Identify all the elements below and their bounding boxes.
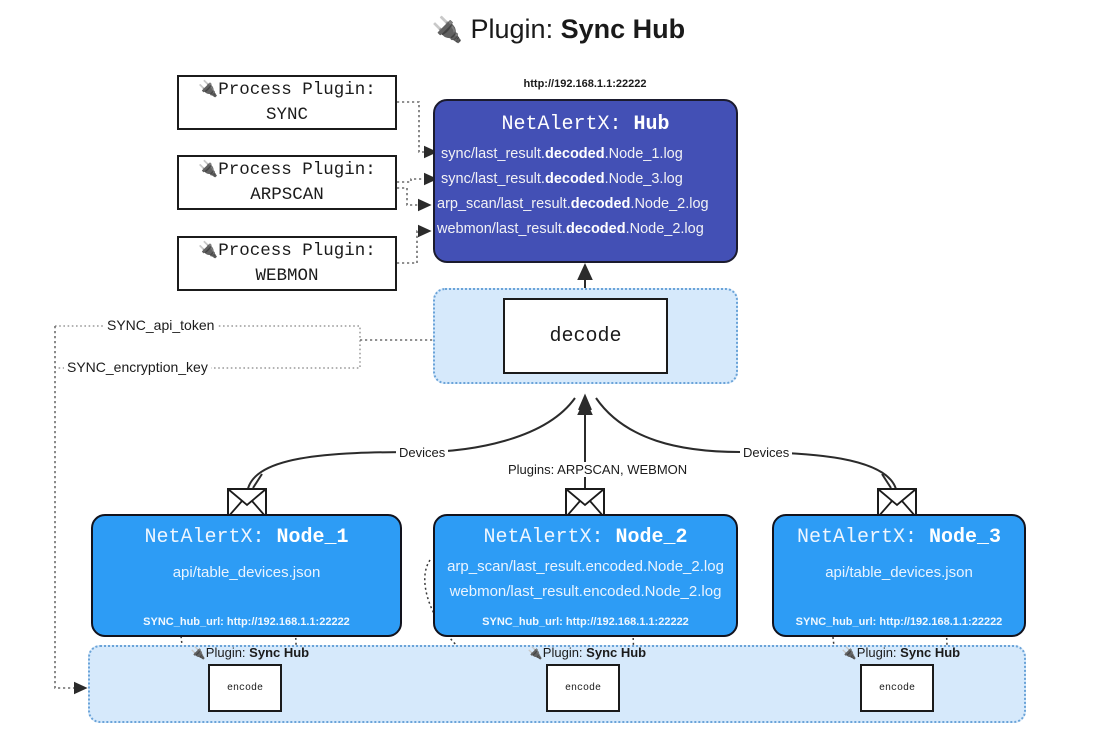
decode-box[interactable]: decode xyxy=(503,298,668,374)
process-plugin-name: WEBMON xyxy=(255,266,319,286)
plugin-name: Sync Hub xyxy=(586,645,647,660)
hub-log-item: webmon/last_result.decoded.Node_2.log xyxy=(437,217,736,242)
page-title-name: Sync Hub xyxy=(560,14,686,44)
hub-title-name: Hub xyxy=(633,113,670,136)
node-line: arp_scan/last_result.encoded.Node_2.log xyxy=(447,558,724,575)
node-title: NetAlertX: Node_3 xyxy=(774,526,1024,549)
hub-node[interactable]: NetAlertX: Hub sync/last_result.decoded.… xyxy=(433,99,738,263)
edge-label-devices-left: Devices xyxy=(396,445,449,460)
node-hub-url: SYNC_hub_url: http://192.168.1.1:22222 xyxy=(482,616,689,628)
node-title: NetAlertX: Node_1 xyxy=(93,526,400,549)
plugin-prefix: Plugin: xyxy=(856,645,897,660)
node-2[interactable]: NetAlertX: Node_2 arp_scan/last_result.e… xyxy=(433,514,738,637)
node-title-name: Node_1 xyxy=(276,526,349,549)
log-mid: decoded xyxy=(570,195,631,212)
envelope-icon xyxy=(565,488,605,518)
node-line: api/table_devices.json xyxy=(172,564,321,581)
plug-icon: 🔌 xyxy=(198,158,219,178)
node-title-prefix: NetAlertX: xyxy=(483,526,604,549)
plugin-prefix: Plugin: xyxy=(542,645,583,660)
plug-icon: 🔌 xyxy=(431,16,463,44)
node-title-prefix: NetAlertX: xyxy=(144,526,265,549)
log-mid: decoded xyxy=(565,220,626,237)
log-mid: decoded xyxy=(544,170,605,187)
hub-title-prefix: NetAlertX: xyxy=(501,113,622,136)
log-pre: sync/last_result. xyxy=(441,170,545,187)
node-title-name: Node_2 xyxy=(615,526,688,549)
node-title-prefix: NetAlertX: xyxy=(796,526,917,549)
sync-api-token-label: SYNC_api_token xyxy=(104,317,218,333)
node-hub-url: SYNC_hub_url: http://192.168.1.1:22222 xyxy=(143,616,350,628)
log-pre: webmon/last_result. xyxy=(437,220,566,237)
encode-box-2[interactable]: encode xyxy=(546,664,620,712)
log-mid: decoded xyxy=(544,146,605,162)
log-post: .Node_1.log xyxy=(604,146,683,162)
process-plugin-name: SYNC xyxy=(265,105,308,125)
process-plugin-label: Process Plugin: xyxy=(218,240,376,261)
plugin-prefix: Plugin: xyxy=(205,645,246,660)
node-line: api/table_devices.json xyxy=(825,564,973,581)
process-plugin-label: Process Plugin: xyxy=(218,159,376,180)
plug-icon: 🔌 xyxy=(198,78,219,98)
hub-log-list: sync/last_result.decoded.Node_1.log sync… xyxy=(435,142,736,242)
encode-plugin-label-2: 🔌Plugin: Sync Hub xyxy=(512,645,662,660)
page-title: 🔌 Plugin: Sync Hub xyxy=(0,14,1117,45)
encode-box-1[interactable]: encode xyxy=(208,664,282,712)
node-title-name: Node_3 xyxy=(929,526,1002,549)
hub-log-item: sync/last_result.decoded.Node_1.log xyxy=(441,142,736,167)
process-plugin-webmon[interactable]: 🔌Process Plugin: WEBMON xyxy=(177,236,397,291)
encode-plugin-label-3: 🔌Plugin: Sync Hub xyxy=(826,645,976,660)
hub-url-label: http://192.168.1.1:22222 xyxy=(523,78,647,90)
plug-icon: 🔌 xyxy=(190,646,206,660)
encode-box-3[interactable]: encode xyxy=(860,664,934,712)
log-pre: arp_scan/last_result. xyxy=(437,195,571,212)
node-line: webmon/last_result.encoded.Node_2.log xyxy=(449,582,722,600)
plug-icon: 🔌 xyxy=(841,646,857,660)
plugin-name: Sync Hub xyxy=(900,645,961,660)
node-line-list: api/table_devices.json xyxy=(93,561,400,586)
node-line-list: api/table_devices.json xyxy=(774,561,1024,586)
node-3[interactable]: NetAlertX: Node_3 api/table_devices.json… xyxy=(772,514,1026,637)
hub-log-item: sync/last_result.decoded.Node_3.log xyxy=(441,167,736,192)
process-plugin-arpscan[interactable]: 🔌Process Plugin: ARPSCAN xyxy=(177,155,397,210)
process-plugin-sync[interactable]: 🔌Process Plugin: SYNC xyxy=(177,75,397,130)
encode-plugin-label-1: 🔌Plugin: Sync Hub xyxy=(175,645,325,660)
page-title-prefix: Plugin: xyxy=(470,14,554,44)
process-plugin-name: ARPSCAN xyxy=(250,185,324,205)
edge-label-devices-right: Devices xyxy=(740,445,793,460)
edge-label-plugins: Plugins: ARPSCAN, WEBMON xyxy=(505,462,691,477)
plug-icon: 🔌 xyxy=(198,239,219,259)
node-hub-url: SYNC_hub_url: http://192.168.1.1:22222 xyxy=(795,616,1003,628)
log-post: .Node_2.log xyxy=(630,195,709,212)
sync-encryption-key-label: SYNC_encryption_key xyxy=(64,359,211,375)
plugin-name: Sync Hub xyxy=(249,645,310,660)
log-post: .Node_3.log xyxy=(604,170,683,187)
hub-log-item: arp_scan/last_result.decoded.Node_2.log xyxy=(437,192,736,217)
log-pre: sync/last_result. xyxy=(441,146,545,162)
node-title: NetAlertX: Node_2 xyxy=(435,526,736,549)
plug-icon: 🔌 xyxy=(527,646,543,660)
node-1[interactable]: NetAlertX: Node_1 api/table_devices.json… xyxy=(91,514,402,637)
log-post: .Node_2.log xyxy=(625,220,704,237)
node-line-list: arp_scan/last_result.encoded.Node_2.log … xyxy=(435,555,736,605)
hub-title: NetAlertX: Hub xyxy=(435,113,736,136)
process-plugin-label: Process Plugin: xyxy=(218,79,376,100)
